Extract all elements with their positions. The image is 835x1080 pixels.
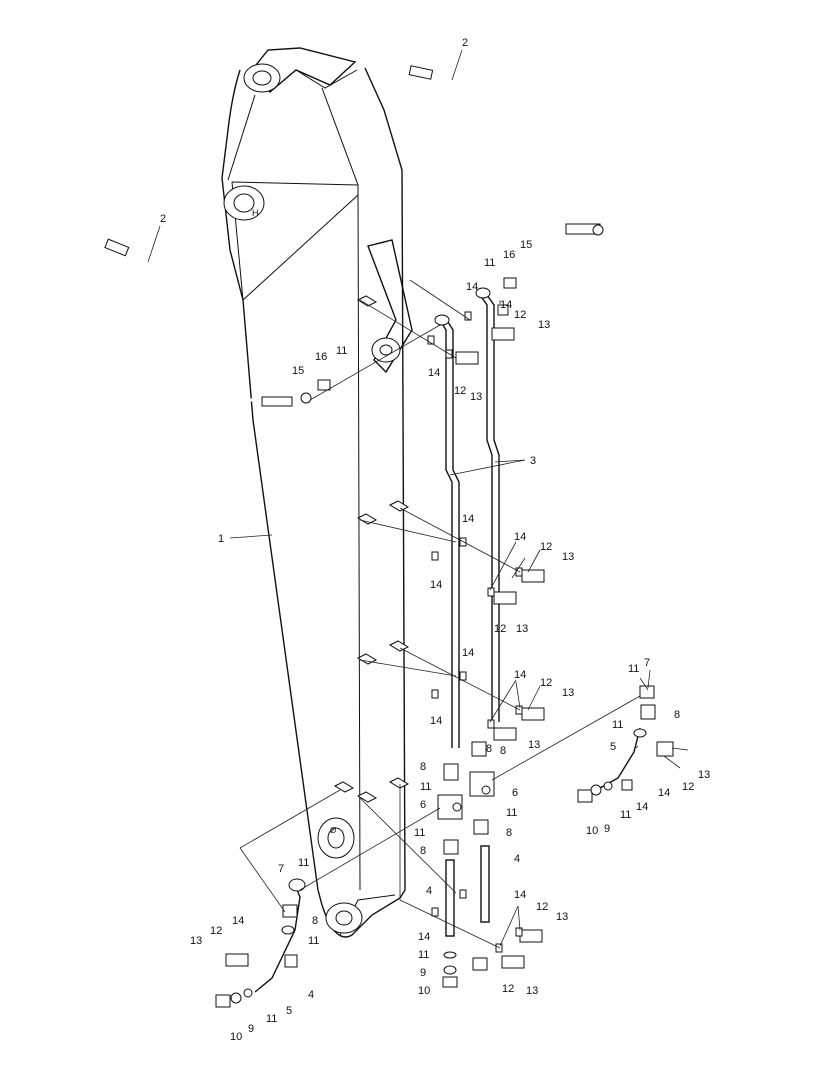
part-label-11: 11 [266, 1013, 277, 1025]
part-label-7: 7 [644, 657, 650, 669]
part-label-14: 14 [514, 889, 526, 901]
part-label-11: 11 [612, 719, 623, 731]
part-label-14: 14 [418, 931, 430, 943]
part-label-11: 11 [414, 827, 425, 839]
leader-lines [147, 49, 689, 949]
part-label-11: 11 [620, 809, 631, 821]
part-label-13: 13 [528, 739, 540, 751]
part-label-14: 14 [428, 367, 440, 379]
part-label-10: 10 [230, 1031, 242, 1043]
part-label-8: 8 [506, 827, 512, 839]
part-label-14: 14 [462, 647, 474, 659]
part-label-1: 1 [218, 533, 224, 545]
part-label-14: 14 [500, 299, 512, 311]
part-label-8: 8 [312, 915, 318, 927]
part-label-13: 13 [470, 391, 482, 403]
part-label-13: 13 [556, 911, 568, 923]
part-label-9: 9 [248, 1023, 254, 1035]
part-label-4: 4 [308, 989, 314, 1001]
arm-body: H Ø [221, 47, 413, 938]
part-label-14: 14 [514, 669, 526, 681]
part-label-14: 14 [430, 579, 442, 591]
part-label-5: 5 [610, 741, 616, 753]
part-label-12: 12 [682, 781, 694, 793]
part-label-9: 9 [420, 967, 426, 979]
part-label-11: 11 [420, 781, 431, 793]
part-label-10: 10 [586, 825, 598, 837]
part-label-8: 8 [486, 743, 492, 755]
part-label-8: 8 [500, 745, 506, 757]
part-label-12: 12 [210, 925, 222, 937]
part-label-14: 14 [466, 281, 478, 293]
clamp-halves [427, 311, 523, 953]
part-label-14: 14 [636, 801, 648, 813]
part-label-3: 3 [530, 455, 536, 467]
flex-hoses [104, 65, 604, 407]
part-label-4: 4 [426, 885, 432, 897]
part-label-13: 13 [516, 623, 528, 635]
part-label-13: 13 [562, 687, 574, 699]
part-label-13: 13 [698, 769, 710, 781]
rigid-pipes [434, 287, 500, 937]
part-label-8: 8 [420, 761, 426, 773]
part-label-12: 12 [540, 677, 552, 689]
part-label-12: 12 [502, 983, 514, 995]
part-label-12: 12 [540, 541, 552, 553]
part-label-9: 9 [604, 823, 610, 835]
part-label-13: 13 [190, 935, 202, 947]
part-label-14: 14 [430, 715, 442, 727]
block-6-right [469, 771, 495, 797]
part-label-14: 14 [658, 787, 670, 799]
part-label-14: 14 [514, 531, 526, 543]
part-label-16: 16 [503, 249, 515, 261]
part-label-12: 12 [494, 623, 506, 635]
part-label-11: 11 [506, 807, 517, 819]
part-label-2: 2 [160, 213, 166, 225]
part-label-16: 16 [315, 351, 327, 363]
part-label-13: 13 [562, 551, 574, 563]
part-label-11: 11 [484, 257, 495, 269]
part-label-11: 11 [308, 935, 319, 947]
part-label-13: 13 [526, 985, 538, 997]
part-label-8: 8 [674, 709, 680, 721]
svg-text:H: H [252, 208, 259, 218]
svg-text:Ø: Ø [330, 826, 336, 835]
part-label-12: 12 [536, 901, 548, 913]
part-label-7: 7 [278, 863, 284, 875]
part-label-14: 14 [462, 513, 474, 525]
part-label-8: 8 [420, 845, 426, 857]
part-label-11: 11 [628, 663, 639, 675]
part-label-6: 6 [512, 787, 518, 799]
part-label-11: 11 [298, 857, 309, 869]
part-label-2: 2 [462, 37, 468, 49]
part-label-10: 10 [418, 985, 430, 997]
fittings [215, 277, 674, 1008]
part-label-15: 15 [292, 365, 304, 377]
part-label-12: 12 [514, 309, 526, 321]
part-label-15: 15 [520, 239, 532, 251]
part-label-5: 5 [286, 1005, 292, 1017]
part-label-11: 11 [336, 345, 347, 357]
part-label-6: 6 [420, 799, 426, 811]
part-label-14: 14 [232, 915, 244, 927]
part-label-12: 12 [454, 385, 466, 397]
part-label-13: 13 [538, 319, 550, 331]
part-label-4: 4 [514, 853, 520, 865]
part-label-11: 11 [418, 949, 429, 961]
